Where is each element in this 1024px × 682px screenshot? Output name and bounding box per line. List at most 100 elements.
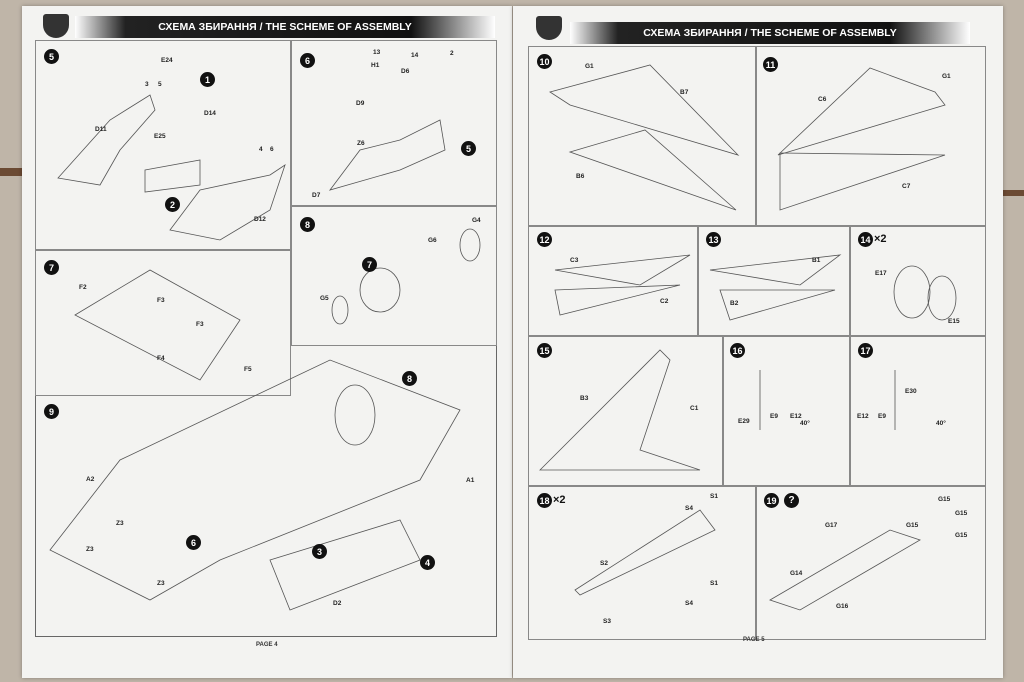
quantity-label: ×2 [874,233,887,245]
part-label: S4 [685,505,693,512]
part-label: S3 [603,618,611,625]
part-label: G17 [825,522,838,529]
part-label: E17 [875,270,887,277]
page-header: СХЕМА ЗБИРАННЯ / THE SCHEME OF ASSEMBLY [570,22,970,44]
part-label: F3 [157,297,165,304]
part-label: B6 [576,173,585,180]
part-label: E9 [770,413,778,420]
part-label: E12 [857,413,869,420]
part-label: 4 [259,146,263,153]
part-label: G15 [906,522,919,529]
part-label: F3 [196,321,204,328]
part-label: D12 [254,216,266,223]
part-label: S4 [685,600,693,607]
part-label: Z3 [116,520,124,527]
part-label: 2 [450,50,454,57]
part-label: E24 [161,57,173,64]
part-label: G4 [472,217,481,224]
part-label: G5 [320,295,329,302]
step-12-panel [528,226,698,336]
step-17-panel [850,336,986,486]
part-label: D7 [312,192,321,199]
sub-assembly-badge: 5 [461,141,476,156]
page-number: PAGE 4 [256,642,278,648]
step-13-badge: 13 [706,232,721,247]
part-label: Z3 [157,580,165,587]
step-10-badge: 10 [537,54,552,69]
floor-tile-gap [0,168,28,176]
sub-assembly-badge: 3 [312,544,327,559]
angle-label: 40° [800,420,810,427]
part-label: C2 [660,298,669,305]
question-icon: ? [784,493,799,508]
part-label: G15 [955,532,968,539]
part-label: 14 [411,52,419,59]
step-13-panel [698,226,850,336]
part-label: G1 [942,73,951,80]
part-label: Z3 [86,546,94,553]
sub-assembly-badge: 7 [362,257,377,272]
part-label: E9 [878,413,886,420]
part-label: B1 [812,257,821,264]
step-6-badge: 6 [300,53,315,68]
part-label: A1 [466,477,475,484]
quantity-label: ×2 [553,494,566,506]
part-label: H1 [371,62,380,69]
part-label: D11 [95,126,107,133]
part-label: G6 [428,237,437,244]
step-19-badge: 19 [764,493,779,508]
step-7-panel [35,250,291,396]
step-11-panel [756,46,986,226]
step-18-badge: 18 [537,493,552,508]
part-label: F4 [157,355,165,362]
step-7-badge: 7 [44,260,59,275]
step-15-panel [528,336,723,486]
part-label: C1 [690,405,699,412]
part-label: G1 [585,63,594,70]
header-title: СХЕМА ЗБИРАННЯ / THE SCHEME OF ASSEMBLY [643,27,897,39]
part-label: B7 [680,89,689,96]
part-label: S2 [600,560,608,567]
step-6-panel [291,40,497,206]
part-label: B3 [580,395,589,402]
part-label: C3 [570,257,579,264]
step-16-panel [723,336,850,486]
step-5-panel [35,40,291,250]
sub-assembly-badge: 2 [165,197,180,212]
part-label: F5 [244,366,252,373]
part-label: G14 [790,570,803,577]
part-label: C7 [902,183,911,190]
part-label: D6 [401,68,410,75]
step-8-badge: 8 [300,217,315,232]
part-label: 5 [158,81,162,88]
part-label: Z6 [357,140,365,147]
angle-label: 40° [936,420,946,427]
header-title: СХЕМА ЗБИРАННЯ / THE SCHEME OF ASSEMBLY [158,21,412,33]
page-header: СХЕМА ЗБИРАННЯ / THE SCHEME OF ASSEMBLY [75,16,495,38]
step-17-badge: 17 [858,343,873,358]
step-14-panel [850,226,986,336]
step-19-panel [756,486,986,640]
sub-assembly-badge: 1 [200,72,215,87]
part-label: A2 [86,476,95,483]
part-label: F2 [79,284,87,291]
part-label: G15 [938,496,951,503]
part-label: E12 [790,413,802,420]
part-label: 13 [373,49,381,56]
step-16-badge: 16 [730,343,745,358]
right-page [513,6,1003,678]
step-9-badge: 9 [44,404,59,419]
brand-logo [536,16,562,40]
part-label: 6 [270,146,274,153]
step-5-badge: 5 [44,49,59,64]
step-8-panel [291,206,497,346]
part-label: S1 [710,580,718,587]
step-12-badge: 12 [537,232,552,247]
part-label: D9 [356,100,365,107]
part-label: E30 [905,388,917,395]
step-18-panel [528,486,756,640]
part-label: E15 [948,318,960,325]
part-label: S1 [710,493,718,500]
